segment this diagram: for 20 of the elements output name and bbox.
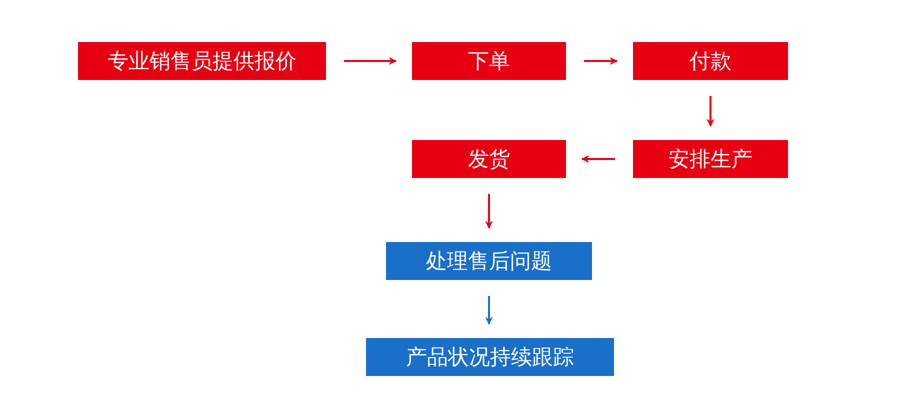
- process-box: [633, 42, 788, 80]
- step-label: 发货: [468, 146, 510, 173]
- step-label: 付款: [690, 48, 732, 75]
- process-box: [633, 140, 788, 178]
- arrow: [706, 96, 714, 127]
- arrow: [344, 57, 397, 65]
- step-label: 安排生产: [668, 146, 752, 173]
- process-box: [78, 42, 326, 80]
- step-label: 下单: [468, 48, 510, 75]
- step-label: 产品状况持续跟踪: [406, 344, 574, 371]
- process-box: [366, 338, 614, 376]
- process-box: [412, 140, 566, 178]
- process-box: [412, 42, 566, 80]
- arrow: [485, 296, 493, 325]
- arrow: [485, 194, 493, 229]
- step-label: 处理售后问题: [426, 248, 552, 275]
- process-box: [386, 242, 592, 280]
- arrow: [581, 155, 615, 163]
- arrow: [584, 57, 618, 65]
- step-label: 专业销售员提供报价: [108, 48, 296, 75]
